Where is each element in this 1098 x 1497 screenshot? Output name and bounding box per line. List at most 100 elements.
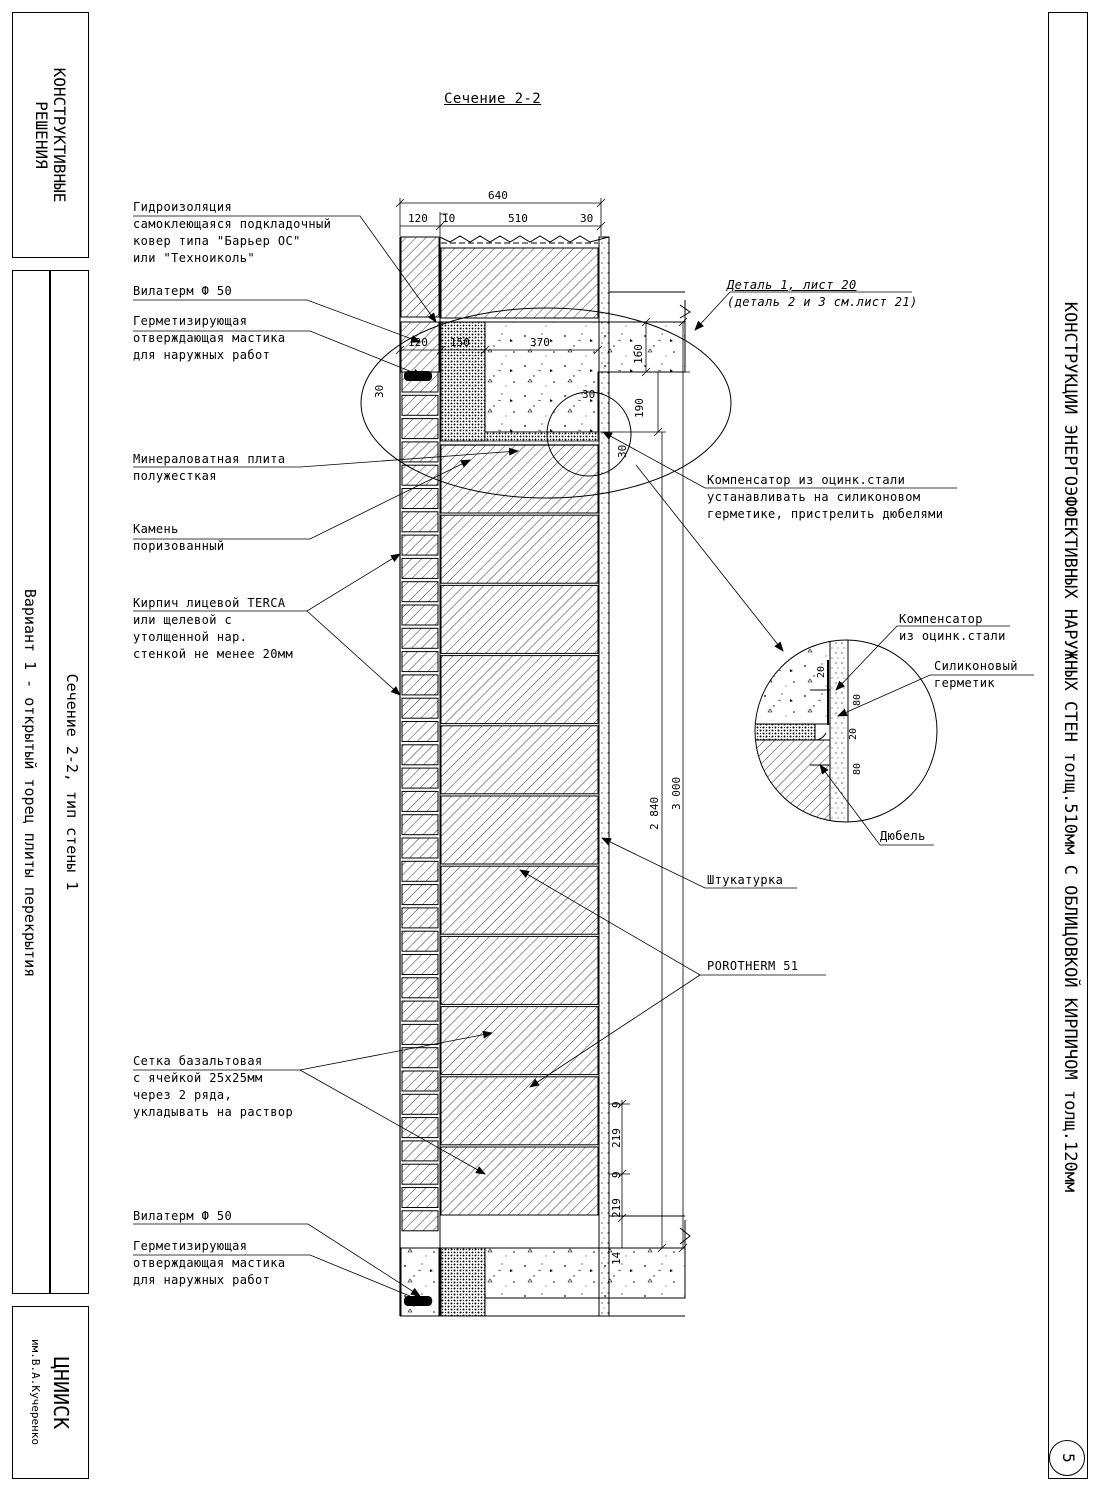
label-brick-line-2: или щелевой с: [133, 613, 233, 627]
label-compensator: Компенсатор из оцинк.стали устанавливать…: [707, 472, 943, 523]
dim-joint-9b: 9: [610, 1171, 623, 1178]
label-mesh-line-3: через 2 ряда,: [133, 1088, 233, 1102]
facing-brick: [401, 697, 439, 719]
porotherm-block: [440, 795, 599, 865]
label-mastic-top: Герметизирующая отверждающая мастика для…: [133, 313, 286, 364]
dim-det-80b: 80: [852, 763, 863, 775]
label-mesh-line-4: укладывать на раствор: [133, 1105, 294, 1119]
facing-brick: [401, 651, 439, 673]
label-porotherm: POROTHERM 51: [707, 959, 799, 973]
porotherm-block: [440, 584, 599, 654]
facing-brick: [401, 930, 439, 952]
facing-brick: [401, 790, 439, 812]
porotherm-block: [440, 1076, 599, 1146]
label-detail-ref-line-2: (деталь 2 и 3 см.лист 21): [727, 295, 918, 309]
label-detail-ref-line-1: Деталь 1, лист 20: [727, 278, 857, 292]
facing-brick: [401, 814, 439, 836]
label-mineral-line-1: Минераловатная плита: [133, 452, 286, 466]
label-brick-line-3: утолщенной нар.: [133, 630, 248, 644]
floor-slab-bottom: [400, 1247, 686, 1317]
label-stone-line-1: Камень: [133, 522, 179, 536]
facing-brick: [401, 1023, 439, 1045]
facing-brick: [401, 767, 439, 789]
facing-brick: [401, 884, 439, 906]
facing-brick: [401, 907, 439, 929]
label-sealant-line-2: герметик: [934, 676, 995, 690]
facing-brick-column: [400, 236, 440, 1317]
dim-slab-brick: 120: [408, 336, 428, 349]
label-compensator-small: Компенсатор из оцинк.стали: [899, 611, 1006, 645]
porotherm-blocks: [440, 444, 599, 1216]
dim-course-219b: 219: [610, 1198, 623, 1218]
facing-brick: [401, 627, 439, 649]
label-detail-ref: Деталь 1, лист 20 (деталь 2 и 3 см.лист …: [727, 277, 918, 311]
label-brick-line-1: Кирпич лицевой TERCA: [133, 596, 286, 610]
dim-det-20b: 20: [848, 728, 859, 740]
section-heading: Сечение 2-2: [444, 91, 542, 107]
facing-brick: [401, 441, 439, 463]
dim-30-mid: 30: [582, 388, 595, 401]
dim-slab-step: 190: [633, 398, 646, 418]
facing-brick: [401, 674, 439, 696]
porotherm-block: [440, 725, 599, 795]
facing-brick: [401, 721, 439, 742]
facing-brick: [401, 1093, 439, 1115]
facing-brick: [401, 744, 439, 766]
dim-brick-width: 120: [408, 212, 428, 225]
dim-joint-9a: 9: [610, 1101, 623, 1108]
dim-slab-rest: 370: [530, 336, 550, 349]
label-compensator-small-line-2: из оцинк.стали: [899, 629, 1006, 643]
label-brick-line-4: стенкой не менее 20мм: [133, 647, 294, 661]
facing-brick: [401, 394, 439, 416]
label-sealant: Силиконовый герметик: [934, 658, 1018, 692]
left-caption-panel: [12, 270, 89, 1294]
label-hydro-line-1: Гидроизоляция: [133, 200, 233, 214]
facing-brick: [401, 837, 439, 859]
label-mesh-line-1: Сетка базальтовая: [133, 1054, 263, 1068]
label-plaster: Штукатурка: [707, 873, 784, 887]
facing-brick: [401, 954, 439, 975]
facing-brick: [401, 604, 439, 626]
top-dimensions: [395, 198, 606, 358]
facing-brick: [401, 534, 439, 556]
label-hydro-line-4: или "Техноиколь": [133, 251, 255, 265]
dim-height-3000: 3 000: [670, 777, 683, 810]
dim-course-219a: 219: [610, 1128, 623, 1148]
facing-brick: [401, 1140, 439, 1162]
label-mineral-line-2: полужесткая: [133, 469, 217, 483]
label-stone-line-2: поризованный: [133, 539, 225, 553]
porotherm-block: [440, 865, 599, 935]
facing-brick: [401, 860, 439, 882]
right-title-panel: [1048, 12, 1088, 1479]
porotherm-block: [440, 1006, 599, 1076]
label-mineral-wool: Минераловатная плита полужесткая: [133, 451, 286, 485]
facing-brick: [401, 977, 439, 999]
facing-brick: [401, 1163, 439, 1185]
dim-plaster-width: 30: [580, 212, 593, 225]
dim-30-right: 30: [616, 445, 629, 458]
dim-total-width: 640: [488, 189, 508, 202]
page-number-circle: [1049, 1440, 1085, 1476]
dim-gap-width: 10: [442, 212, 455, 225]
porotherm-block: [440, 935, 599, 1005]
facing-brick: [401, 418, 439, 440]
facing-brick: [401, 1000, 439, 1022]
facing-brick: [401, 1187, 439, 1208]
label-sealant-line-1: Силиконовый: [934, 659, 1018, 673]
facing-brick: [401, 488, 439, 509]
porotherm-block: [440, 514, 599, 584]
dim-det-80a: 80: [852, 694, 863, 706]
dim-height-2840: 2 840: [648, 797, 661, 830]
detail-circle-small: [546, 391, 632, 477]
left-caption-divider: [49, 270, 51, 1294]
facing-brick: [401, 557, 439, 579]
facing-brick: [401, 581, 439, 603]
dim-det-20a: 20: [816, 666, 827, 678]
label-compensator-line-1: Компенсатор из оцинк.стали: [707, 473, 906, 487]
label-hydro-line-3: ковер типа "Барьер ОС": [133, 234, 301, 248]
facing-brick: [401, 1047, 439, 1069]
label-dowel: Дюбель: [880, 829, 926, 843]
dimension-texts: 640 120 10 510 30 120 150 370 160 190 30…: [373, 189, 863, 1265]
facing-brick: [401, 1210, 439, 1232]
